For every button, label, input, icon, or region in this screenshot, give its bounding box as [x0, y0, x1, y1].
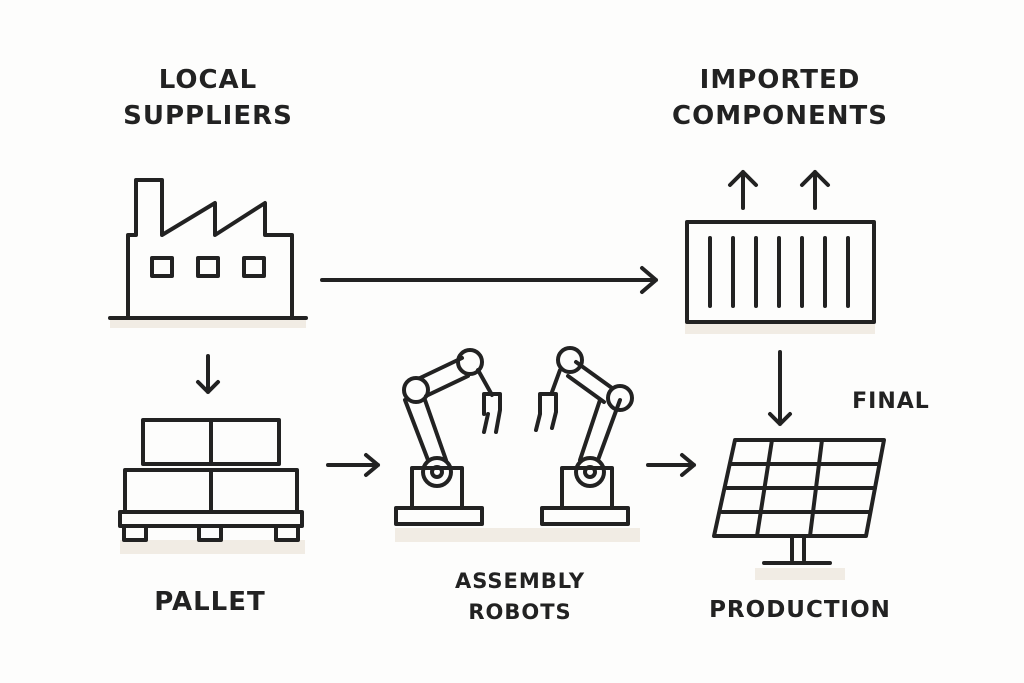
- up-arrows-icon: [728, 170, 830, 210]
- arrow-pallet-to-robots: [326, 453, 380, 477]
- arrow-factory-to-pallet: [196, 354, 220, 394]
- label-line: SUPPLIERS: [123, 101, 293, 131]
- label-line: LOCAL: [158, 65, 258, 95]
- arrow-robots-to-panel: [646, 453, 696, 477]
- factory-icon: [108, 178, 308, 328]
- final-label: FINAL: [852, 389, 930, 414]
- local-suppliers-label: LOCAL SUPPLIERS: [100, 62, 316, 134]
- label-line: COMPONENTS: [672, 101, 888, 131]
- production-label: PRODUCTION: [709, 597, 891, 623]
- container-icon: [685, 220, 876, 334]
- assembly-robots-icon: [394, 346, 640, 542]
- pallet-icon: [118, 418, 305, 554]
- assembly-robots-label: ASSEMBLY ROBOTS: [420, 566, 620, 628]
- label-line: ROBOTS: [468, 600, 572, 624]
- arrow-factory-to-container: [320, 266, 658, 294]
- imported-components-label: IMPORTED COMPONENTS: [640, 62, 920, 134]
- label-line: ASSEMBLY: [454, 569, 586, 593]
- arrow-container-to-panel: [768, 350, 792, 426]
- solar-panel-icon: [712, 438, 886, 580]
- label-line: IMPORTED: [699, 65, 861, 95]
- pallet-label: PALLET: [154, 587, 266, 617]
